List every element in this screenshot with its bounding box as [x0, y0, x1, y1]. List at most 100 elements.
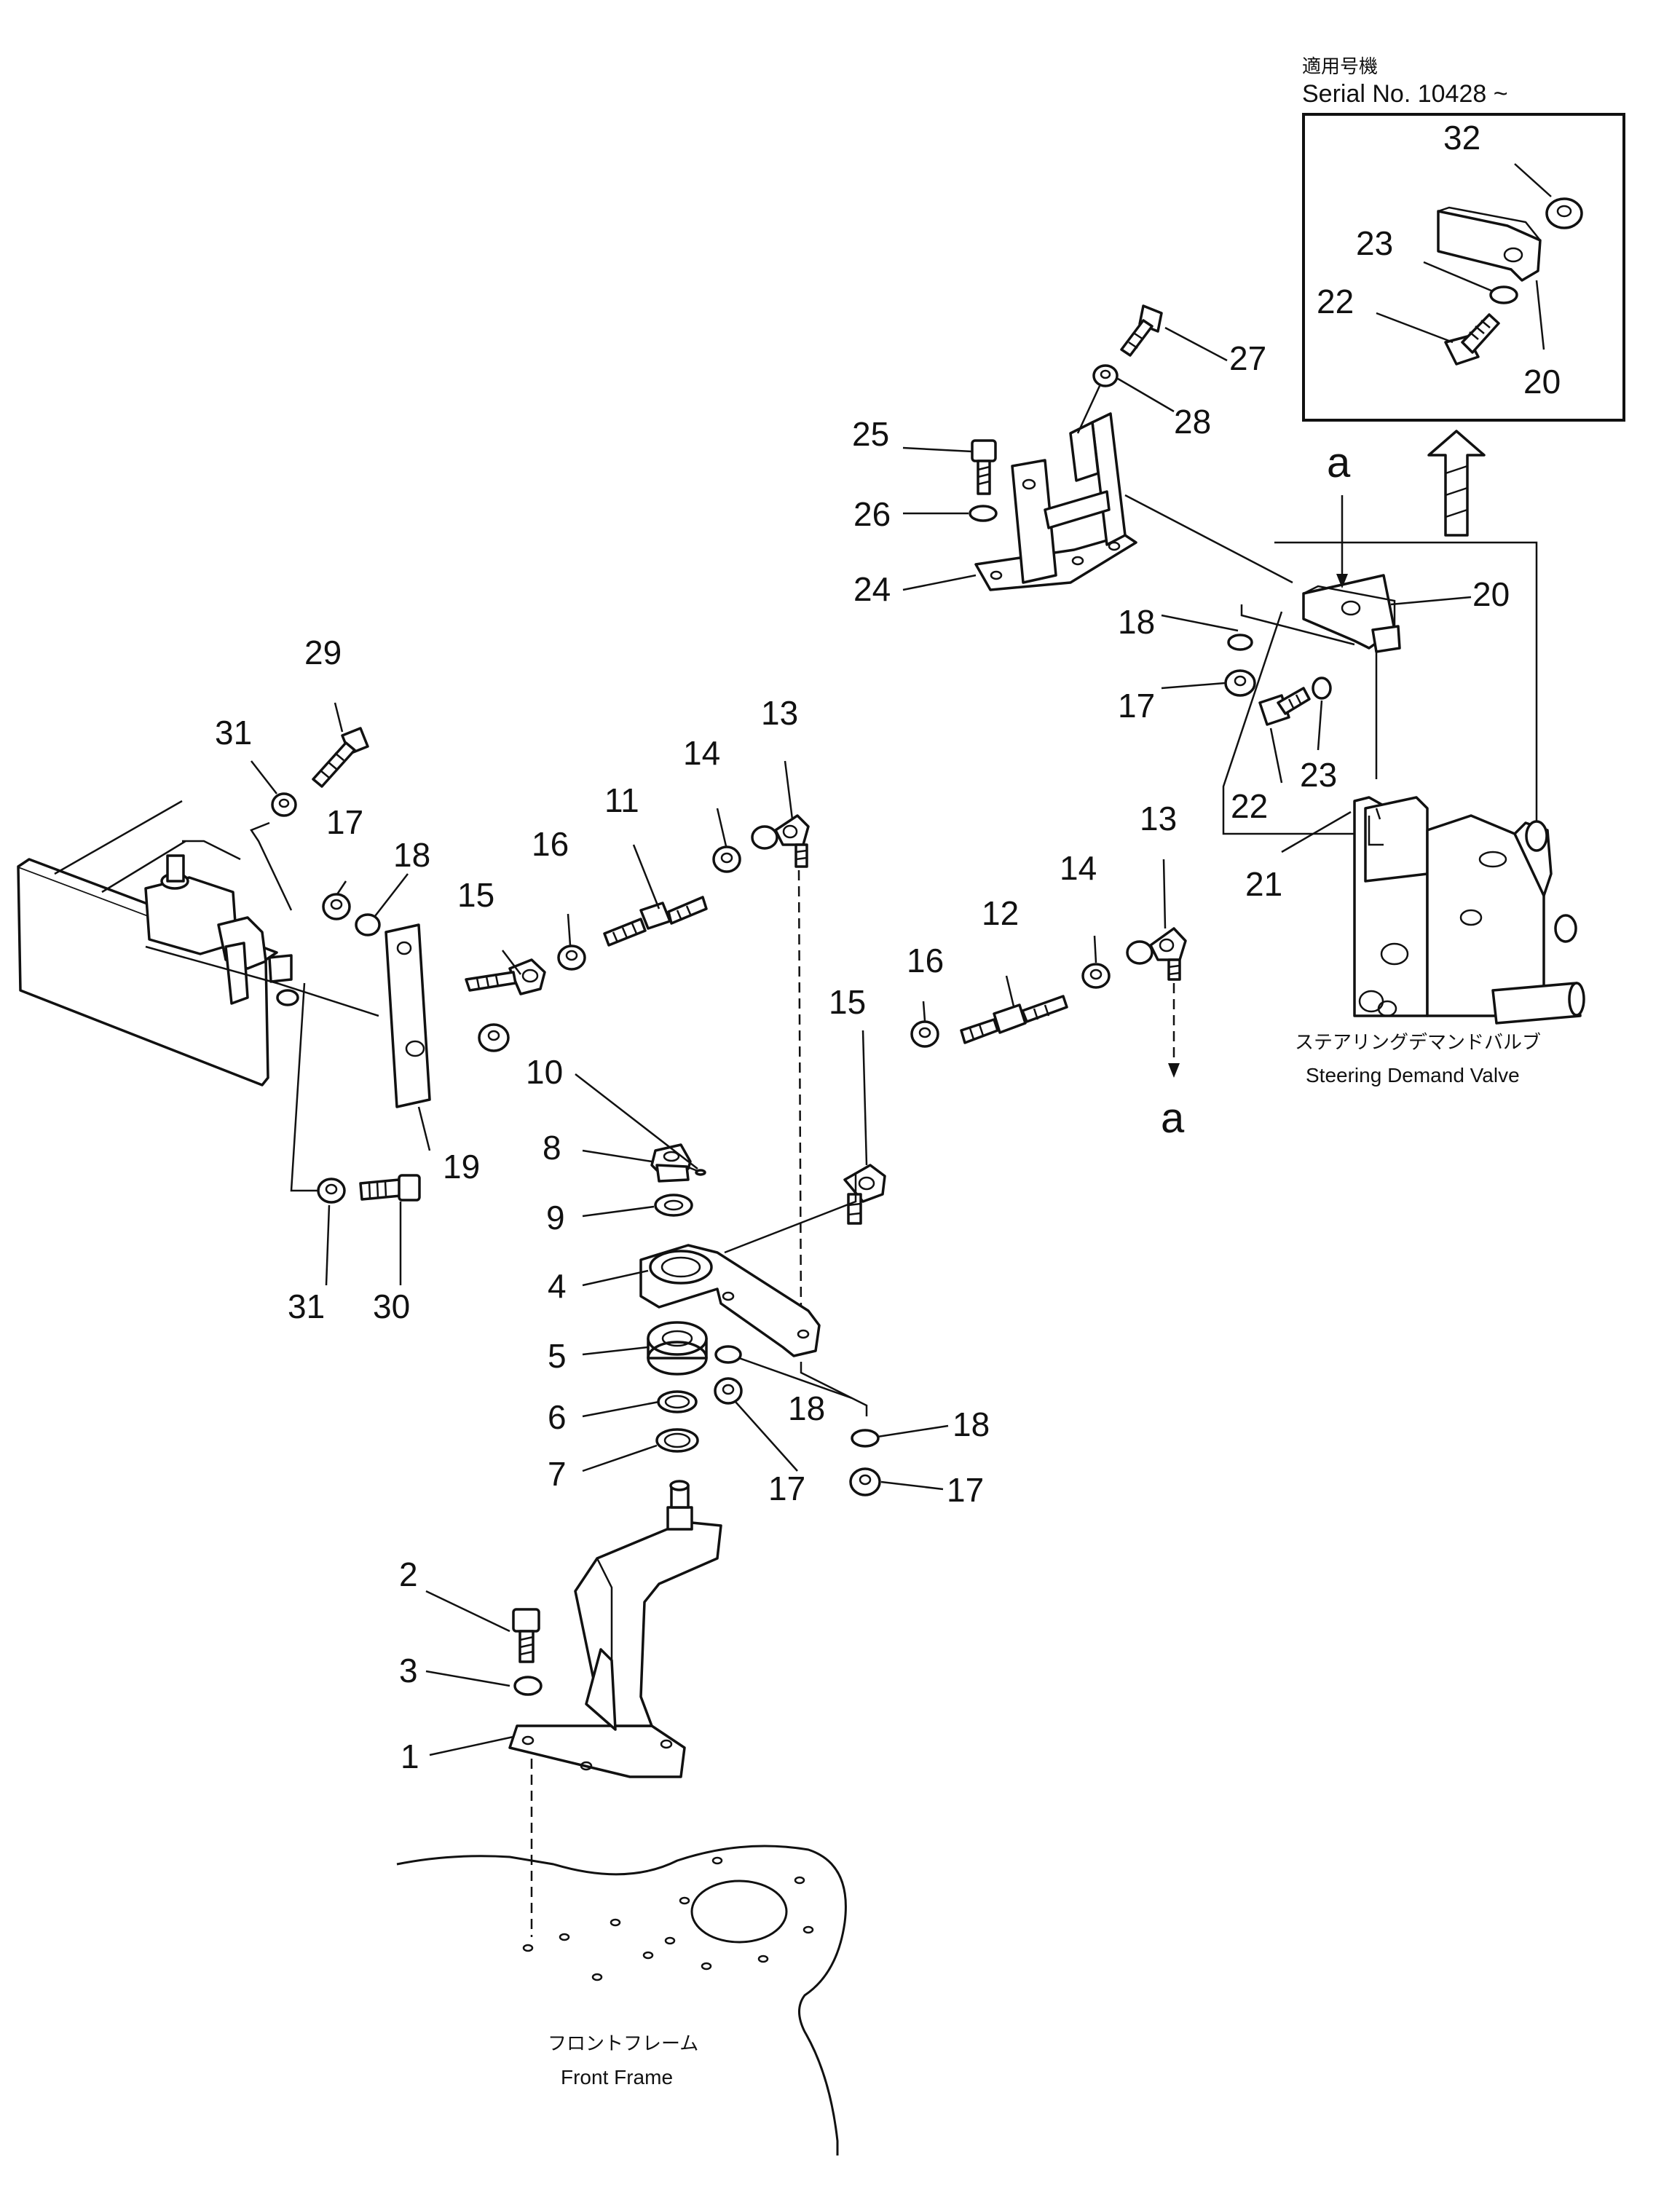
inset-label-32: 32	[1443, 119, 1480, 157]
label-12: 12	[982, 894, 1019, 932]
inset-label-20: 20	[1523, 363, 1561, 401]
label-3: 3	[399, 1652, 418, 1689]
label-10: 10	[526, 1053, 563, 1091]
rod-to-arm-line	[797, 869, 802, 1319]
washer-18-left	[355, 913, 381, 936]
nut-17-left	[322, 893, 351, 920]
label-23: 23	[1300, 756, 1337, 794]
label-27: 27	[1229, 339, 1266, 377]
bolt-30	[359, 1174, 421, 1202]
lever-guide-line	[1240, 604, 1355, 646]
washer-7	[655, 1428, 699, 1453]
label-19: 19	[443, 1148, 480, 1186]
nut-14-lower	[1081, 963, 1111, 989]
label-9: 9	[546, 1199, 565, 1237]
front-frame-jp: フロントフレーム	[548, 2032, 698, 2054]
inset-bolt-22	[1444, 313, 1500, 366]
nut-17-valve	[1224, 669, 1256, 697]
label-13b: 13	[1140, 800, 1177, 837]
bracket-to-lever-line	[1124, 494, 1293, 584]
washer-23	[1312, 677, 1332, 700]
label-16a: 16	[532, 825, 569, 863]
column-1	[508, 1480, 722, 1778]
inset-panel: 適用号機 Serial No. 10428 ~ 32 23 22 20	[1302, 55, 1625, 422]
nut-17-right	[849, 1467, 881, 1496]
label-15a: 15	[457, 876, 494, 914]
label-17a: 17	[326, 803, 363, 841]
lever-20	[1302, 574, 1401, 653]
svg-text:a: a	[1161, 1094, 1185, 1142]
label-31a: 31	[215, 714, 252, 752]
label-20: 20	[1472, 575, 1510, 613]
bracket-24	[974, 412, 1137, 591]
label-1: 1	[401, 1738, 419, 1775]
reference-a-bottom: a	[1161, 983, 1185, 1142]
label-17b: 17	[768, 1470, 805, 1507]
washer-3	[513, 1676, 543, 1696]
ball-joint-15-lower	[843, 1164, 886, 1225]
label-7: 7	[548, 1455, 567, 1493]
label-11: 11	[604, 781, 639, 819]
label-18c: 18	[953, 1405, 990, 1443]
plate-19	[384, 923, 431, 1108]
label-16b: 16	[907, 942, 944, 979]
washer-7-hole	[663, 1432, 691, 1448]
snap-ring-6-hole	[664, 1395, 690, 1409]
label-29: 29	[304, 634, 342, 671]
label-18a: 18	[393, 836, 430, 874]
inset-leader-23	[1423, 261, 1494, 293]
nut-spare	[478, 1023, 510, 1052]
rod-12	[960, 995, 1068, 1044]
bolt-line-28	[1076, 385, 1101, 434]
inset-lever-20	[1437, 206, 1542, 282]
part-labels: 1 2 3 4 5 6 7 8 9 10 11 12 13 13 14 14 1…	[215, 339, 1510, 1775]
label-31b: 31	[288, 1287, 325, 1325]
washer-26	[969, 505, 998, 522]
bolt-27	[1120, 304, 1163, 357]
bearing-5	[647, 1321, 708, 1376]
label-4: 4	[548, 1267, 567, 1305]
ball-joint-15-upper	[465, 958, 546, 995]
inset-label-23: 23	[1356, 224, 1393, 262]
label-21: 21	[1245, 865, 1282, 903]
inset-arrow	[1427, 430, 1486, 537]
inset-leader-20	[1535, 280, 1545, 350]
label-22: 22	[1231, 787, 1268, 825]
label-17d: 17	[1118, 687, 1155, 725]
nut-16-lower	[910, 1020, 939, 1048]
bolt-22	[1258, 687, 1311, 726]
nut-14-upper	[712, 845, 741, 873]
nut-31-bottom	[317, 1178, 346, 1204]
inset-frame	[1302, 113, 1625, 422]
inset-leader-22	[1376, 312, 1454, 344]
label-26: 26	[853, 495, 891, 533]
leader-lines	[251, 326, 1472, 1756]
label-18d: 18	[1118, 603, 1155, 641]
pin-10-head	[695, 1169, 706, 1176]
inset-washer-23	[1489, 285, 1518, 304]
rod-11	[603, 896, 708, 947]
washer-18-arm	[714, 1345, 742, 1364]
reference-a-top: a	[1327, 439, 1351, 588]
steering-valve-en: Steering Demand Valve	[1306, 1064, 1520, 1086]
steering-valve-jp: ステアリングデマンドバルブ	[1295, 1031, 1541, 1053]
label-6: 6	[548, 1398, 567, 1436]
ball-joint-13-upper	[751, 814, 810, 868]
washer-18-right	[851, 1429, 880, 1448]
switch-to-nut-31-line	[290, 982, 324, 1192]
label-13a: 13	[761, 694, 798, 732]
switch-bracket-assembly	[17, 800, 379, 1086]
label-25: 25	[852, 415, 889, 453]
ball-joint-13-lower	[1126, 927, 1187, 981]
label-2: 2	[399, 1555, 418, 1593]
arm-4	[639, 1244, 821, 1357]
nut-16-upper	[557, 944, 586, 971]
bolt-29	[312, 727, 369, 788]
label-14b: 14	[1060, 849, 1097, 887]
inset-jp-title: 適用号機	[1302, 55, 1378, 77]
nut-17-arm	[714, 1377, 743, 1405]
label-28: 28	[1174, 403, 1211, 441]
washer-18-valve	[1227, 634, 1253, 651]
inset-label-22: 22	[1317, 283, 1354, 320]
